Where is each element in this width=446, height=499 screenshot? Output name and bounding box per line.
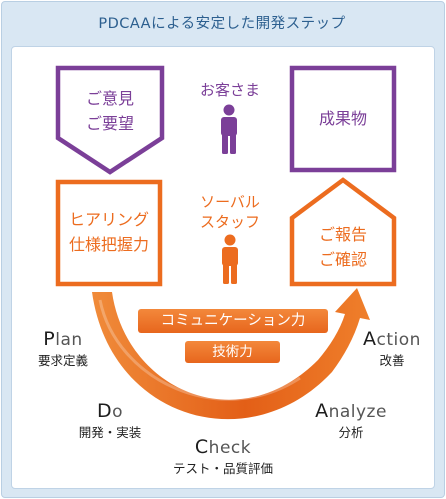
deliverable-label: 成果物 <box>318 109 367 128</box>
step-do: Do 開発・実装 <box>78 400 142 440</box>
step-analyze: Analyze 分析 <box>315 400 387 440</box>
staff-label: ソーバル スタッフ <box>199 193 260 231</box>
skill-badge: 技術力 <box>185 341 280 363</box>
request-pentagon <box>55 65 165 175</box>
request-label: ご意見 ご要望 <box>85 89 134 133</box>
customer-label: お客さま <box>199 81 260 99</box>
hearing-label: ヒアリング 仕様把握力 <box>68 210 149 254</box>
deliverable-box <box>289 65 397 173</box>
report-label: ご報告 ご確認 <box>318 225 367 269</box>
person-icon-staff <box>222 234 238 284</box>
hearing-box <box>55 179 163 287</box>
arrow-sheen <box>98 299 301 401</box>
report-house <box>289 177 397 287</box>
diagram-title: PDCAAによる安定した開発ステップ <box>98 16 346 32</box>
step-plan: Plan 要求定義 <box>37 328 88 368</box>
communication-badge: コミュニケーション力 <box>138 309 328 333</box>
step-check: Check テスト・品質評価 <box>172 436 273 476</box>
step-action: Action 改善 <box>363 328 421 368</box>
person-icon-customer <box>221 104 237 154</box>
curved-arrow <box>92 288 370 420</box>
